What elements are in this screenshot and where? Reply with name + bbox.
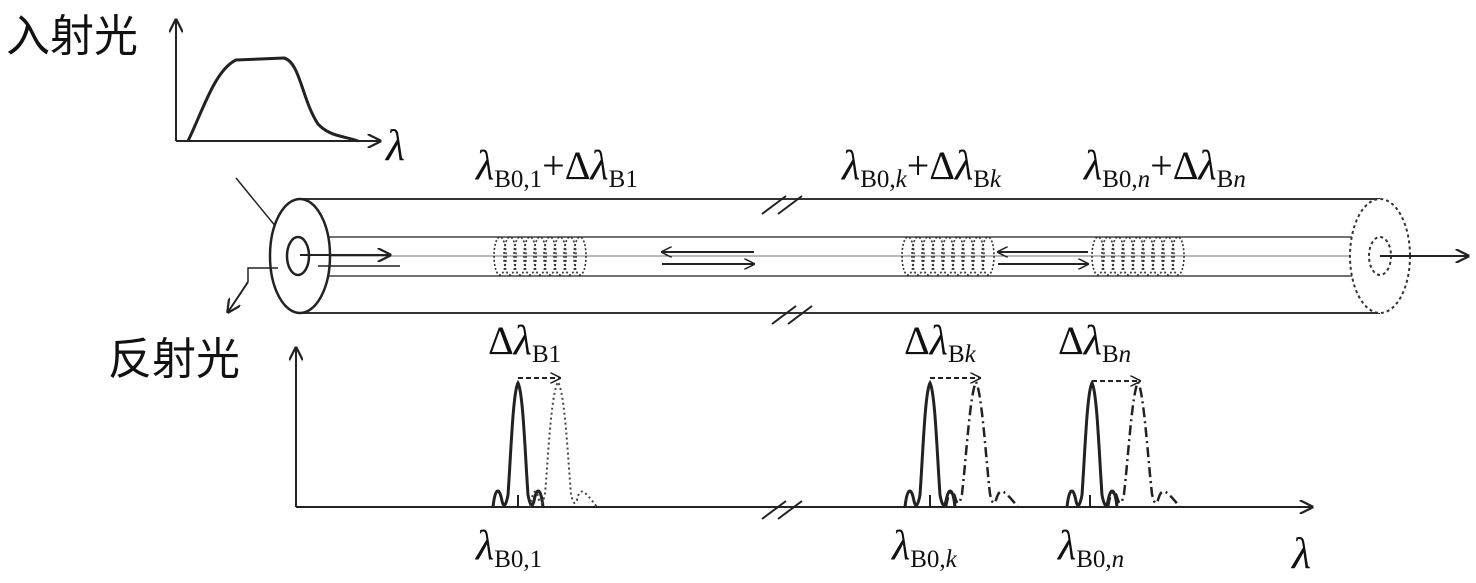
reflected-light-label: 反射光	[108, 334, 240, 385]
reflected-light-arrow	[228, 281, 249, 312]
peak-n-original	[1065, 381, 1119, 509]
peak-1-shifted	[529, 380, 598, 508]
bidirectional-arrow-1	[662, 252, 754, 264]
axis-label-1: λB0,1	[476, 523, 543, 573]
bidirectional-arrow-2	[998, 252, 1088, 264]
shift-label-n: ΔλBn	[1058, 318, 1132, 368]
reflected-spectrum	[296, 348, 1312, 520]
incident-lambda-axis-label: λ	[386, 121, 406, 170]
grating-n-wavelength-label: λB0,n+ΔλBn	[1084, 143, 1246, 193]
axis-label-k: λB0,k	[892, 523, 957, 573]
axis-break-mark	[761, 500, 803, 520]
reflected-light-path	[247, 267, 278, 282]
peak-n-shifted	[1106, 379, 1181, 508]
peak-k-original	[903, 381, 957, 509]
peak-k-shifted	[944, 379, 1019, 508]
reflected-lambda-axis-label: λ	[1292, 529, 1312, 578]
incident-light-label: 入射光	[6, 11, 138, 62]
shift-label-1: ΔλB1	[488, 318, 562, 368]
shift-label-k: ΔλBk	[904, 318, 976, 368]
incident-spectrum	[176, 20, 380, 141]
axis-label-n: λB0,n	[1058, 523, 1125, 573]
grating-1-wavelength-label: λB0,1+ΔλB1	[476, 143, 638, 193]
peak-1-original	[491, 381, 545, 509]
optical-fiber	[268, 195, 1411, 325]
fiber-break-mark	[761, 195, 813, 325]
grating-k-wavelength-label: λB0,k+ΔλBk	[842, 143, 1002, 193]
